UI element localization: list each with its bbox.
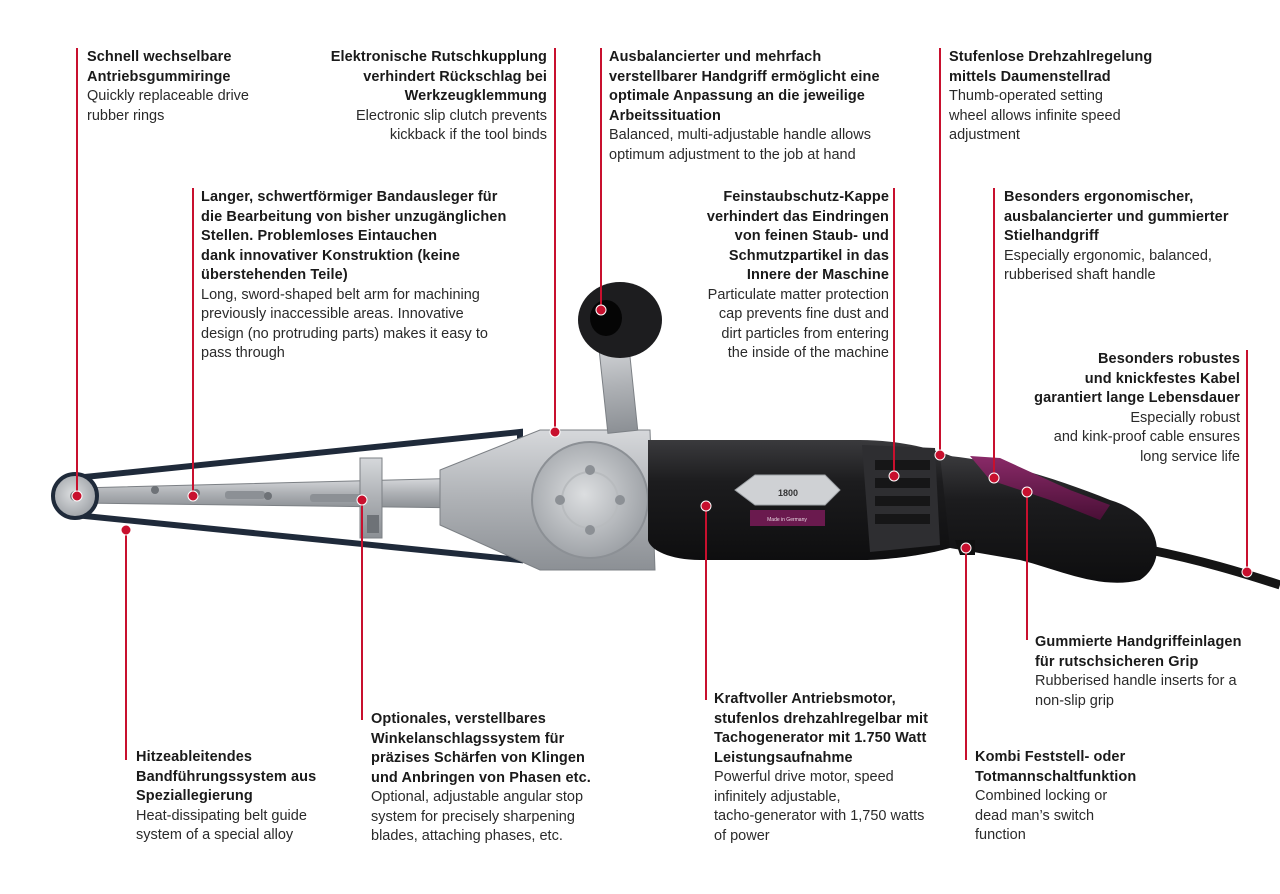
callout-slip-clutch: Elektronische Rutschkupplung verhindert … bbox=[331, 48, 547, 146]
leader-line bbox=[361, 500, 363, 720]
callout-angular-stop: Optionales, verstellbares Winkelanschlag… bbox=[371, 710, 591, 847]
callout-title-de: Optionales, verstellbares Winkelanschlag… bbox=[371, 711, 591, 786]
callout-adjustable-handle: Ausbalancierter und mehrfach verstellbar… bbox=[609, 48, 880, 165]
leader-dot bbox=[356, 494, 368, 506]
callout-grip-inserts: Gummierte Handgriffeinlagen für rutschsi… bbox=[1035, 633, 1242, 711]
callout-cable: Besonders robustes und knickfestes Kabel… bbox=[1034, 350, 1240, 467]
callout-title-de: Kraftvoller Antriebsmotor, stufenlos dre… bbox=[714, 691, 929, 766]
leader-line bbox=[554, 48, 556, 432]
leader-dot bbox=[960, 542, 972, 554]
leader-line bbox=[1026, 492, 1028, 640]
badge-model: 1800 bbox=[778, 488, 798, 498]
callout-title-de: Kombi Feststell- oder Totmannschaltfunkt… bbox=[975, 749, 1137, 785]
callout-text-en: Rubberised handle inserts for a non-slip… bbox=[1035, 673, 1237, 709]
callout-title-de: Feinstaubschutz-Kappe verhindert das Ein… bbox=[706, 189, 889, 283]
callout-text-en: Especially robust and kink-proof cable e… bbox=[1053, 409, 1240, 465]
power-cable bbox=[1149, 545, 1280, 590]
callout-dust-cap: Feinstaubschutz-Kappe verhindert das Ein… bbox=[707, 188, 889, 364]
leader-dot bbox=[549, 426, 561, 438]
leader-line bbox=[705, 506, 707, 700]
callout-title-de: Besonders ergonomischer, ausbalancierter… bbox=[1004, 189, 1229, 244]
callout-belt-arm: Langer, schwertförmiger Bandausleger für… bbox=[201, 188, 506, 364]
leader-line bbox=[893, 188, 895, 476]
drive-wheel bbox=[531, 441, 649, 559]
leader-line bbox=[1246, 350, 1248, 572]
model-badge bbox=[734, 474, 841, 506]
callout-drive-motor: Kraftvoller Antriebsmotor, stufenlos dre… bbox=[714, 690, 928, 846]
callout-text-en: Heat-dissipating belt guide system of a … bbox=[136, 807, 307, 844]
leader-dot bbox=[1021, 486, 1033, 498]
purple-grip-insert bbox=[970, 456, 1110, 520]
leader-dot bbox=[187, 490, 199, 502]
leader-dot bbox=[1241, 566, 1253, 578]
leader-line bbox=[965, 548, 967, 760]
callout-text-en: Optional, adjustable angular stop system… bbox=[371, 789, 584, 844]
callout-belt-guide: Hitzeableitendes Bandführungssystem aus … bbox=[136, 748, 316, 846]
callout-title-de: Schnell wechselbare Antriebsgummiringe bbox=[87, 49, 232, 85]
leader-line bbox=[993, 188, 995, 478]
callout-title-de: Hitzeableitendes Bandführungssystem aus … bbox=[136, 749, 317, 804]
callout-title-de: Langer, schwertförmiger Bandausleger für… bbox=[201, 189, 507, 283]
leader-dot bbox=[71, 490, 83, 502]
callout-text-en: Electronic slip clutch prevents kickback… bbox=[356, 107, 547, 144]
callout-text-en: Particulate matter protection cap preven… bbox=[707, 286, 889, 362]
leader-line bbox=[192, 188, 194, 496]
callout-drive-rubber-rings: Schnell wechselbare Antriebsgummiringe Q… bbox=[87, 48, 249, 126]
leader-dot bbox=[120, 524, 132, 536]
belt-arm bbox=[77, 477, 471, 509]
callout-switch-function: Kombi Feststell- oder Totmannschaltfunkt… bbox=[975, 748, 1136, 846]
callout-text-en: Balanced, multi-adjustable handle allows… bbox=[609, 127, 871, 163]
leader-line bbox=[125, 530, 127, 760]
callout-text-en: Thumb-operated setting wheel allows infi… bbox=[949, 88, 1121, 143]
callout-speed-control: Stufenlose Drehzahlregelung mittels Daum… bbox=[949, 48, 1152, 146]
callout-text-en: Powerful drive motor, speed infinitely a… bbox=[714, 769, 925, 844]
callout-shaft-handle: Besonders ergonomischer, ausbalancierter… bbox=[1004, 188, 1229, 286]
callout-title-de: Elektronische Rutschkupplung verhindert … bbox=[330, 49, 547, 104]
badge-made-in: Made in Germany bbox=[767, 517, 807, 523]
callout-text-en: Quickly replaceable drive rubber rings bbox=[87, 88, 249, 124]
leader-line bbox=[76, 48, 78, 496]
callout-title-de: Besonders robustes und knickfestes Kabel… bbox=[1034, 351, 1240, 406]
leader-dot bbox=[934, 449, 946, 461]
shaft-handle bbox=[940, 455, 1157, 583]
leader-dot bbox=[700, 500, 712, 512]
leader-dot bbox=[988, 472, 1000, 484]
leader-line bbox=[600, 48, 602, 310]
callout-title-de: Gummierte Handgriffeinlagen für rutschsi… bbox=[1035, 634, 1242, 670]
callout-title-de: Stufenlose Drehzahlregelung mittels Daum… bbox=[949, 49, 1153, 85]
leader-line bbox=[939, 48, 941, 455]
callout-text-en: Long, sword-shaped belt arm for machinin… bbox=[201, 286, 488, 362]
callout-text-en: Especially ergonomic, balanced, rubberis… bbox=[1004, 247, 1212, 284]
callout-text-en: Combined locking or dead man’s switch fu… bbox=[975, 788, 1108, 843]
callout-title-de: Ausbalancierter und mehrfach verstellbar… bbox=[609, 49, 880, 124]
leader-dot bbox=[888, 470, 900, 482]
leader-dot bbox=[595, 304, 607, 316]
